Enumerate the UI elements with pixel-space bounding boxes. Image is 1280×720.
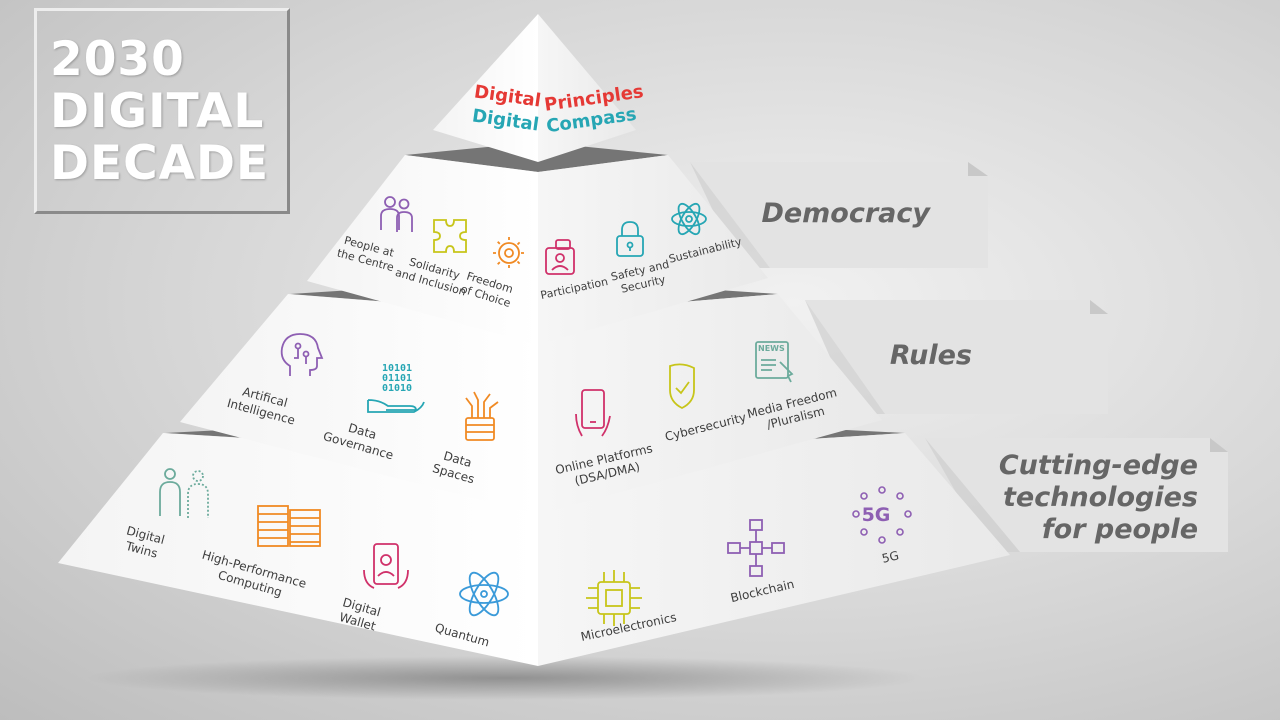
floor-shadow — [85, 656, 925, 700]
participation-icon — [545, 239, 575, 275]
news-icon-text: NEWS — [758, 344, 785, 353]
ribbon-technologies-label-2: technologies — [1003, 482, 1198, 513]
hand-icon — [367, 399, 425, 413]
apex-left-face — [433, 14, 538, 162]
5g-icon-text: 5G — [861, 504, 891, 526]
lock-icon — [616, 221, 644, 257]
phone-platform-icon — [575, 389, 611, 437]
ribbon-democracy-label: Democracy — [761, 198, 930, 229]
atom-leaf-icon — [671, 202, 707, 236]
shield-icon — [669, 363, 695, 410]
ribbon-technologies-label-3: for people — [1041, 514, 1198, 545]
quantum-icon — [459, 571, 509, 617]
hpc-rack-icon — [257, 505, 321, 547]
news-icon — [755, 341, 794, 383]
data-spaces-icon — [465, 391, 499, 441]
tier-base-left-face — [58, 433, 538, 666]
wallet-phone-icon — [363, 543, 409, 589]
title-line-3: DECADE — [50, 136, 270, 191]
tier-top-left-face — [307, 155, 538, 345]
title-line-2: DIGITAL — [50, 84, 265, 139]
people-icon — [380, 196, 413, 232]
blockchain-icon — [727, 519, 785, 577]
title-line-1: 2030 — [50, 32, 185, 87]
tier-top-right-face — [538, 155, 768, 345]
tier-middle-right-face — [538, 294, 882, 515]
title-frame — [34, 8, 290, 214]
ribbon-technologies-label-1: Cutting-edge — [998, 450, 1198, 481]
tier-middle-left-face — [180, 294, 538, 515]
microchip-icon — [586, 570, 642, 626]
apex-right-face — [538, 14, 636, 162]
binary-data-icon: 10101 01101 01010 — [381, 363, 413, 394]
5g-network-icon — [852, 486, 912, 544]
ribbon-democracy — [690, 162, 988, 268]
tier-base-right-face — [538, 433, 1010, 666]
digital-twins-icon — [159, 468, 209, 518]
ribbon-rules-label: Rules — [889, 340, 972, 371]
ribbon-technologies — [925, 438, 1228, 552]
puzzle-icon — [433, 219, 467, 253]
gear-icon — [493, 237, 525, 269]
ribbon-rules — [805, 300, 1108, 414]
ai-head-icon — [280, 333, 324, 376]
